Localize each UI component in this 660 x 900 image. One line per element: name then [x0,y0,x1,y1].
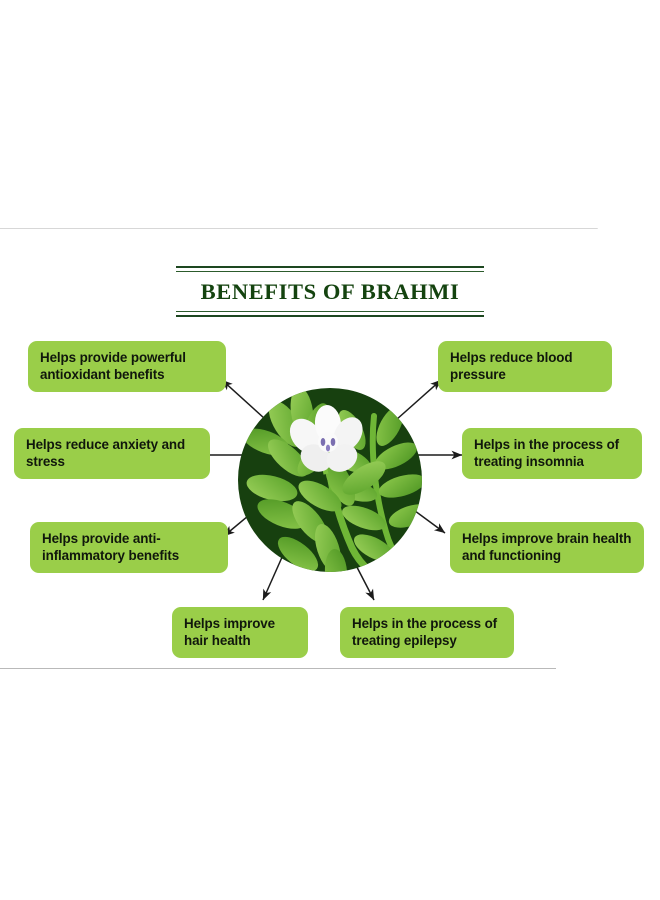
title-rule-bottom-outer [176,315,484,317]
benefit-label-epilepsy[interactable]: Helps in the process of treating epileps… [340,607,514,658]
benefit-label-insomnia[interactable]: Helps in the process of treating insomni… [462,428,642,479]
benefit-label-anxiety-stress[interactable]: Helps reduce anxiety and stress [14,428,210,479]
page-title-block: BENEFITS OF BRAHMI [176,266,484,317]
benefit-label-hair-health[interactable]: Helps improve hair health [172,607,308,658]
title-rule-bottom-inner [176,311,484,312]
title-rule-top-inner [176,271,484,272]
benefit-label-brain-health[interactable]: Helps improve brain health and functioni… [450,522,644,573]
title-rule-top-outer [176,266,484,268]
center-graphic [238,388,422,572]
card-frame-top-border [0,228,598,229]
card-frame-right-border [597,228,598,229]
flower [289,405,363,472]
infographic-canvas: BENEFITS OF BRAHMI [0,228,660,668]
brahmi-plant-icon [242,388,422,572]
benefit-label-blood-pressure[interactable]: Helps reduce blood pressure [438,341,612,392]
benefit-label-antioxidant[interactable]: Helps provide powerful antioxidant benef… [28,341,226,392]
card-frame-bottom-border [0,668,556,669]
benefit-label-anti-inflammatory[interactable]: Helps provide anti-inflammatory benefits [30,522,228,573]
page-title: BENEFITS OF BRAHMI [200,279,460,304]
